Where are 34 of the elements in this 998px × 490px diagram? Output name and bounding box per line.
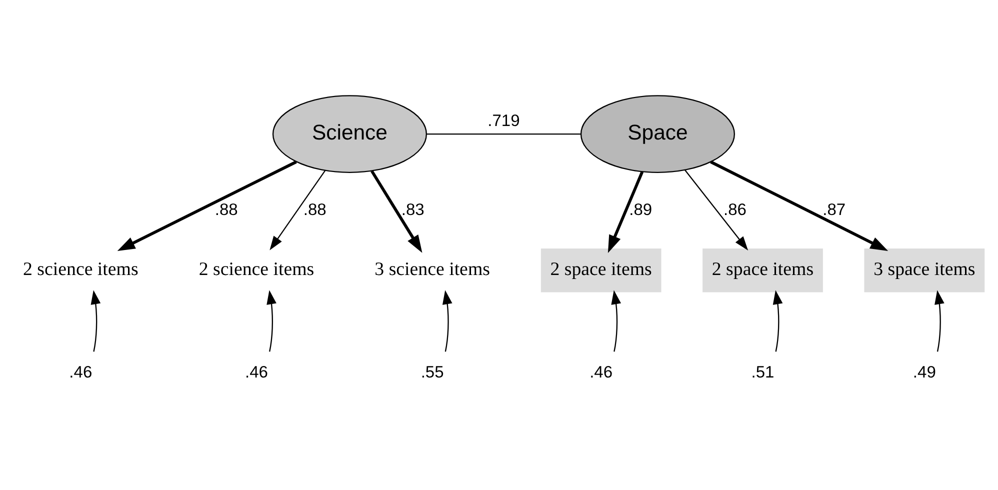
node-text: .46 <box>69 362 92 382</box>
arrow <box>710 160 888 251</box>
arrow <box>934 290 944 352</box>
node-text: 3 science items <box>374 258 490 280</box>
arrow <box>370 170 422 253</box>
edge-label: .719 <box>488 111 520 130</box>
node-box: 2 space items <box>702 248 823 292</box>
edge-label: .88 <box>303 200 326 220</box>
arrow <box>608 171 644 253</box>
node-text: 2 science items <box>23 258 138 280</box>
node-text: .49 <box>912 362 936 382</box>
edge-label: .88 <box>214 200 238 220</box>
edge-label: .83 <box>401 200 424 220</box>
node-text: 2 science items <box>198 258 314 280</box>
node-box: 2 space items <box>540 248 662 292</box>
node-box: 3 space items <box>864 248 985 292</box>
edge-label: .89 <box>629 200 652 220</box>
edge-label: .87 <box>822 200 846 220</box>
node-text: .46 <box>590 362 613 382</box>
arrow <box>90 290 101 352</box>
node-ellipse: Science <box>272 95 428 174</box>
node-text: .46 <box>245 362 268 382</box>
node-text: .51 <box>751 362 774 382</box>
arrow <box>266 290 276 352</box>
arrow <box>772 290 783 352</box>
arrow <box>611 290 622 352</box>
node-ellipse: Space <box>580 95 736 174</box>
arrow <box>684 170 748 250</box>
arrow <box>442 290 452 352</box>
arrow <box>270 170 326 250</box>
edge-label: .86 <box>724 200 746 220</box>
arrow <box>117 160 297 251</box>
node-text: .55 <box>420 362 444 382</box>
connector <box>426 133 581 135</box>
